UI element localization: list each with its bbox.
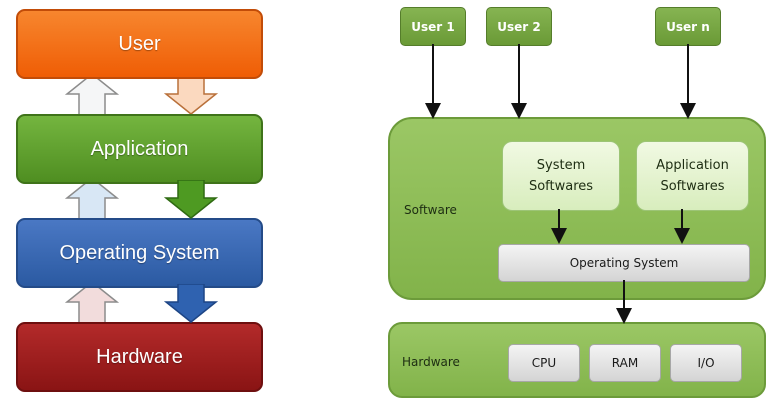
layer-user: User [16, 9, 263, 79]
io-box: I/O [670, 344, 742, 382]
operating-system-box: Operating System [498, 244, 750, 282]
layer-stack-diagram: User Application Operating System Hardwa… [0, 0, 280, 409]
application-softwares-line-2: Softwares [660, 179, 725, 194]
cpu-box: CPU [508, 344, 580, 382]
layer-operating-system: Operating System [16, 218, 263, 288]
ram-box: RAM [589, 344, 661, 382]
system-softwares-line-1: System [536, 158, 586, 173]
connector-arrows [425, 44, 696, 324]
system-architecture-diagram: User 1 User 2 User n Software System Sof… [380, 0, 781, 409]
software-panel: Software System Softwares Application So… [388, 117, 766, 300]
down-arrow-icon [163, 180, 219, 219]
user-2-box: User 2 [486, 7, 552, 46]
user-n-box: User n [655, 7, 721, 46]
system-softwares-line-2: Softwares [528, 179, 594, 194]
layer-hardware: Hardware [16, 322, 263, 392]
down-arrow-icon [163, 76, 219, 115]
hardware-panel: Hardware CPU RAM I/O [388, 322, 766, 398]
user-1-box: User 1 [400, 7, 466, 46]
down-arrow-icon [163, 284, 219, 323]
application-softwares-box: Application Softwares [636, 141, 749, 211]
software-label: Software [404, 203, 457, 217]
system-softwares-box: System Softwares [502, 141, 620, 211]
layer-application: Application [16, 114, 263, 184]
application-softwares-line-1: Application [656, 158, 729, 173]
hardware-label: Hardware [402, 355, 460, 369]
